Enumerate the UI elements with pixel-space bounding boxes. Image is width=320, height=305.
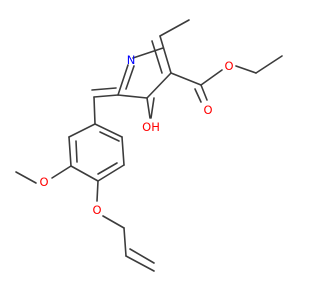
bond-c3-carbonyl [170, 72, 202, 86]
bond-ar5-ar6-double [75, 140, 78, 163]
bond-ar6-ar1 [68, 123, 96, 138]
bond-ar1-ar2 [94, 123, 123, 138]
allyloxy-group [96, 180, 155, 272]
bond-c5-n-double [125, 65, 135, 90]
methoxy-oxygen-label: O [39, 175, 48, 189]
bond-ch-ch2-terminal-double [129, 248, 155, 264]
bond-ar1-ar2-double [99, 131, 120, 142]
benzene-ring [68, 123, 125, 182]
bond-c5-vinyl [93, 94, 119, 98]
bond-ch2-ch3 [255, 55, 283, 74]
hydroxyl-label: OH [142, 120, 160, 134]
bond-carbonyl-o [200, 84, 208, 101]
bond-carbonyl-oether [200, 69, 223, 86]
bond-methyl [159, 19, 190, 37]
bond-c4-oh-double [150, 97, 155, 119]
bond-c5-n [117, 64, 129, 96]
bond-oether-ch2 [235, 65, 257, 74]
pyrrole-ring [117, 35, 172, 99]
bond-n-c2 [132, 47, 164, 59]
bond-c3-c4 [146, 72, 172, 99]
bond-c4-oh [146, 97, 151, 119]
bond-c5-vinyl-double [91, 87, 117, 91]
bond-ar5-ar6 [68, 136, 72, 167]
bond-carbonyl-o-double [194, 88, 202, 103]
ester-group [170, 55, 283, 103]
ester-carbonyl-oxygen-label: O [203, 103, 212, 117]
bond-c2-c3 [159, 35, 172, 74]
bond-ar-ome [51, 165, 72, 179]
bond-ar3-ar4 [97, 164, 125, 182]
bond-ch-ch2-terminal [125, 255, 155, 272]
bond-ch2-ch [123, 227, 127, 257]
bond-ome-ch3 [15, 171, 37, 184]
bond-oallyl-ch2 [102, 215, 125, 229]
ester-ether-oxygen-label: O [224, 59, 233, 73]
bond-ar2-ar3 [121, 136, 125, 166]
bond-ar-oallyl [96, 180, 99, 202]
bond-ar4-ar5 [70, 165, 99, 182]
bond-vinyl-aryl [93, 96, 96, 125]
nitrogen-label: N [127, 53, 136, 67]
bond-ar3-ar4-double [97, 162, 118, 175]
bond-c2-c3-double [151, 40, 163, 74]
structure-canvas: N OH O O O O [15, 19, 283, 272]
allyloxy-oxygen-label: O [92, 203, 101, 217]
bond-c4-c5 [117, 94, 148, 99]
molecule-structure: N OH O O O O [15, 19, 283, 272]
